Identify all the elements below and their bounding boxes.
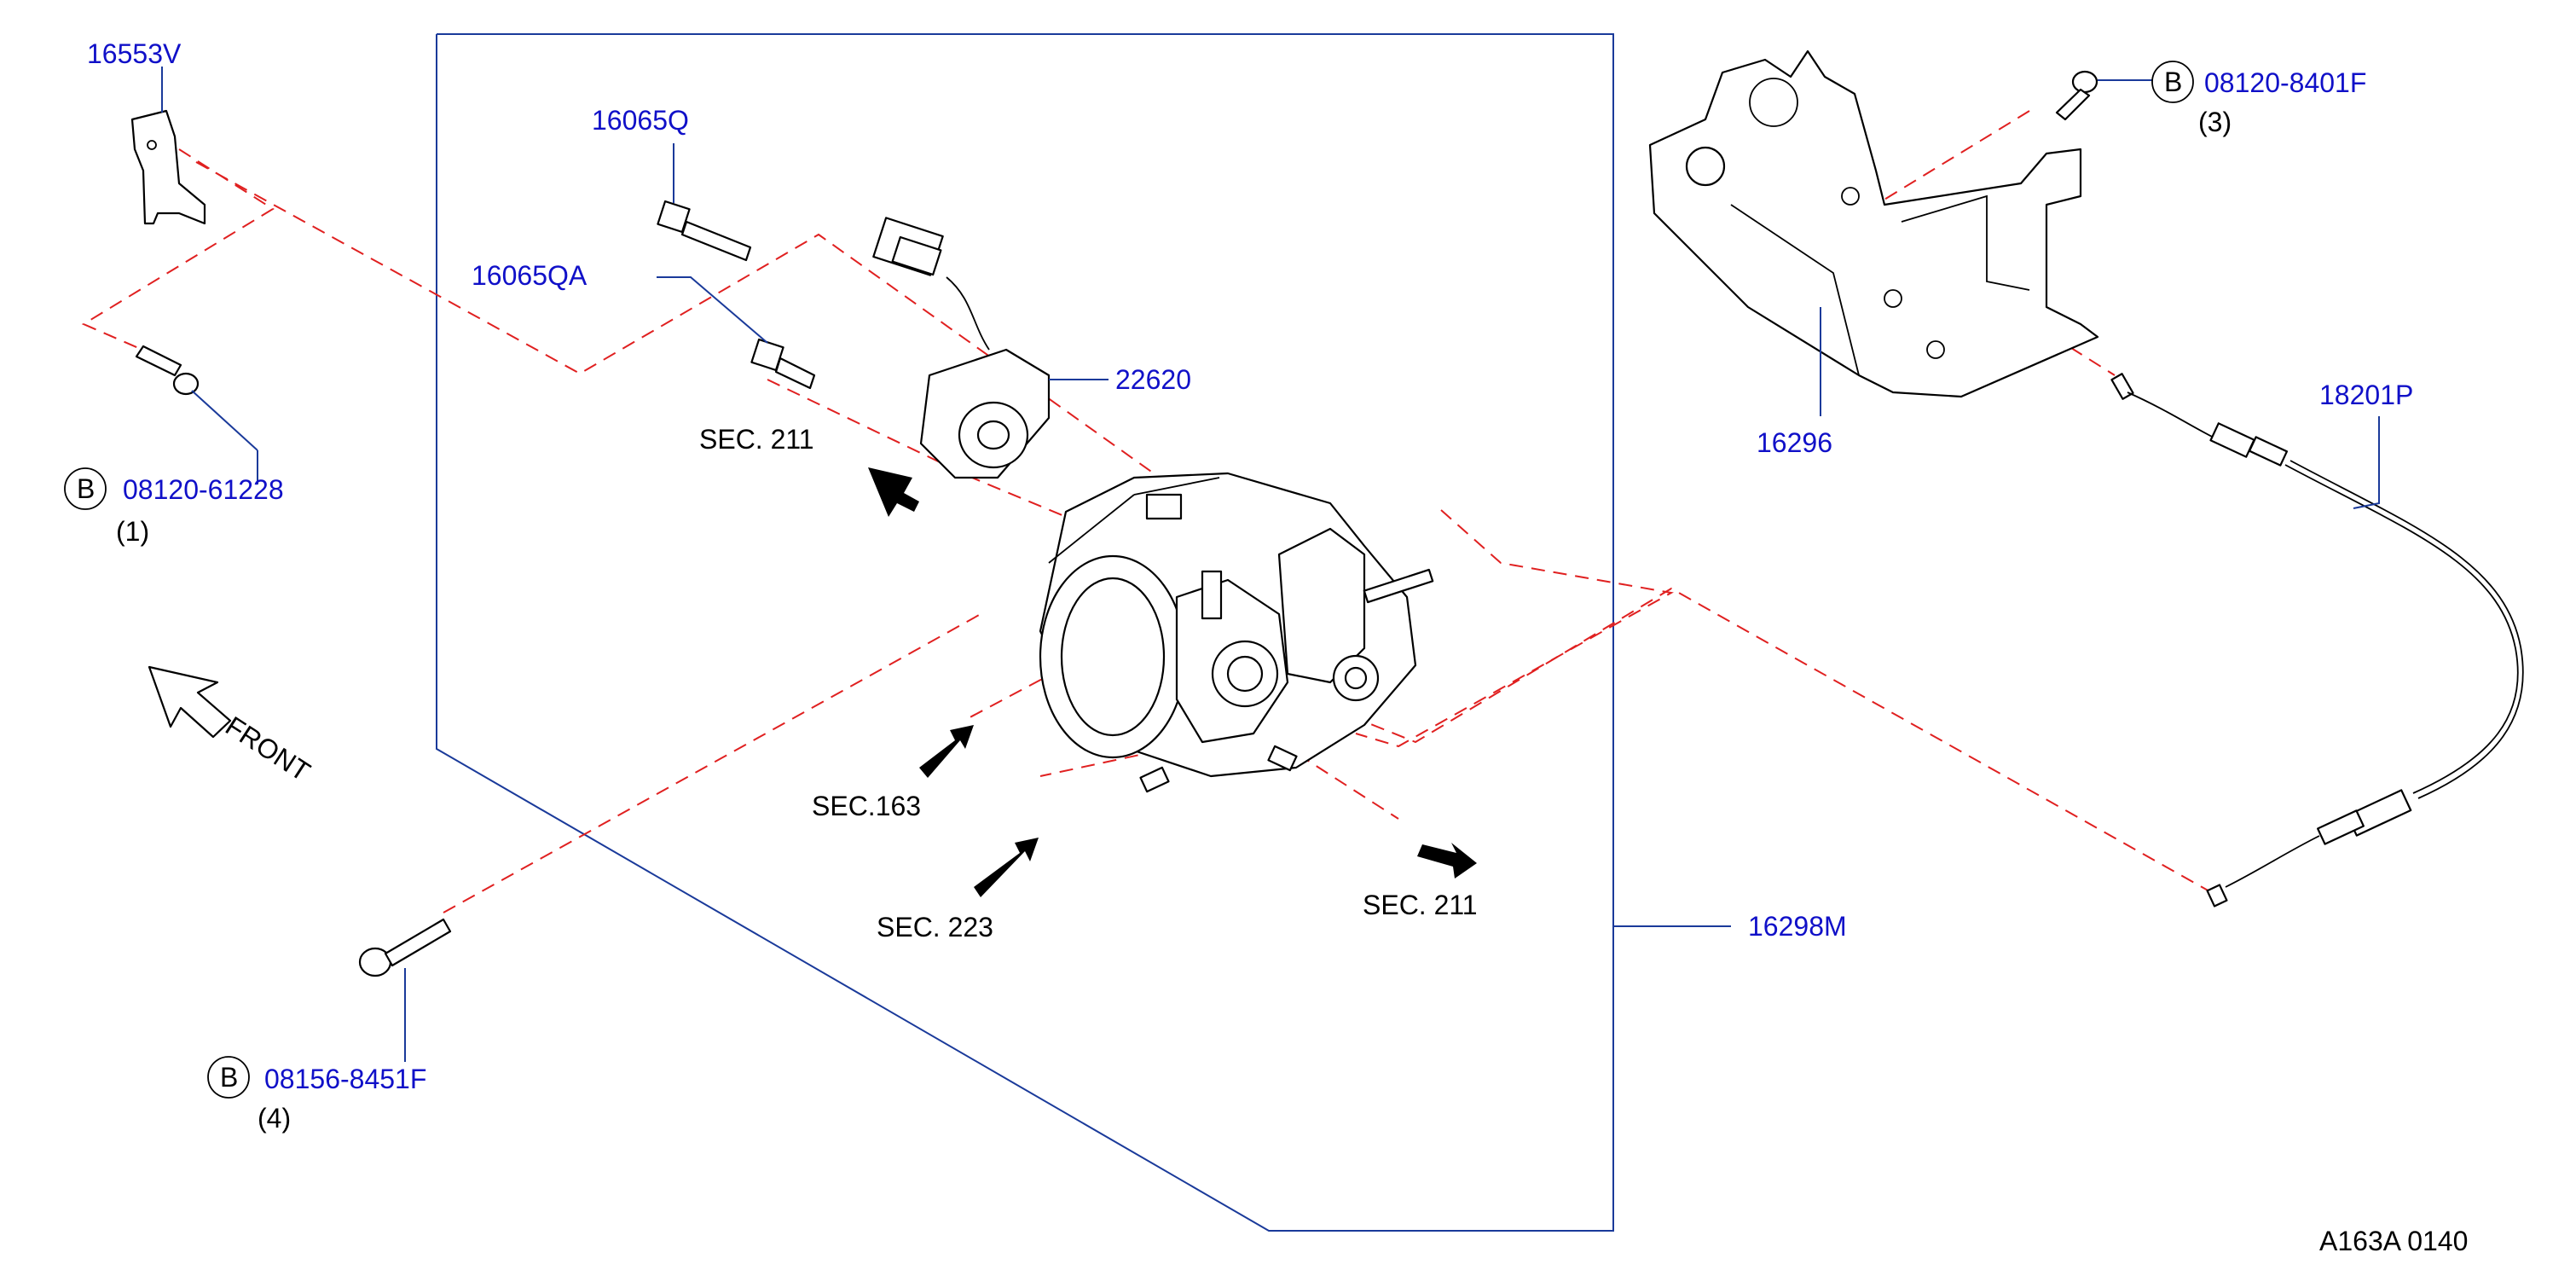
throttle-body (1039, 472, 1434, 793)
bolt-16065qa (657, 276, 816, 390)
svg-text:B: B (2164, 67, 2182, 97)
front-arrow-icon (148, 665, 232, 739)
front-label: FRONT (220, 710, 315, 787)
badge-081568451f: B (207, 1056, 250, 1099)
arrow-sec163 (919, 725, 974, 778)
svg-text:B: B (77, 473, 95, 504)
label-08156-8451f[interactable]: 08156-8451F (264, 1064, 426, 1094)
part-labels: 16553V 16065Q 16065QA 22620 16296 18201P… (87, 38, 2413, 1094)
bolt-08156-8451f (358, 918, 452, 1062)
arrow-sec211-right (1417, 843, 1477, 879)
quantity-labels: (1) (3) (4) (116, 107, 2232, 1134)
label-16065qa[interactable]: 16065QA (472, 260, 588, 291)
label-22620[interactable]: 22620 (1115, 364, 1191, 395)
section-arrows (868, 467, 1477, 897)
sec-211-top[interactable]: SEC. 211 (699, 424, 814, 455)
label-16296[interactable]: 16296 (1757, 427, 1832, 458)
qty-08120-8401f: (3) (2198, 107, 2232, 137)
throttle-sensor-22620 (872, 217, 1109, 479)
arrow-sec223 (974, 838, 1039, 897)
label-08120-8401f[interactable]: 08120-8401F (2204, 67, 2366, 98)
sec-163[interactable]: SEC.163 (812, 791, 921, 821)
bolt-08120-61228 (135, 345, 258, 484)
bolt-16065q (657, 143, 752, 262)
bracket-16553v (130, 67, 206, 225)
label-08120-61228[interactable]: 08120-61228 (123, 474, 284, 505)
bolt-08120-8401f (2055, 70, 2153, 121)
label-16553v[interactable]: 16553V (87, 38, 182, 69)
sec-223[interactable]: SEC. 223 (877, 912, 993, 942)
label-16065q[interactable]: 16065Q (592, 105, 689, 136)
qty-08120-61228: (1) (116, 516, 149, 547)
bracket-16296 (1648, 49, 2099, 416)
svg-text:B: B (220, 1062, 238, 1093)
section-labels: SEC. 211 SEC.163 SEC. 223 SEC. 211 (699, 424, 1478, 942)
front-indicator: FRONT (148, 665, 315, 787)
cable-18201p (2110, 373, 2524, 908)
arrow-sec211-top (868, 467, 919, 517)
diagram-code: A163A 0140 (2319, 1226, 2468, 1256)
label-18201p[interactable]: 18201P (2319, 380, 2413, 410)
badge-081208401f: B (2151, 61, 2194, 103)
label-16298m[interactable]: 16298M (1748, 911, 1847, 942)
sec-211-right[interactable]: SEC. 211 (1363, 890, 1478, 920)
qty-08156-8451f: (4) (258, 1103, 291, 1134)
badge-0812061228: B (64, 467, 107, 510)
assembly-outline (436, 33, 1614, 1232)
